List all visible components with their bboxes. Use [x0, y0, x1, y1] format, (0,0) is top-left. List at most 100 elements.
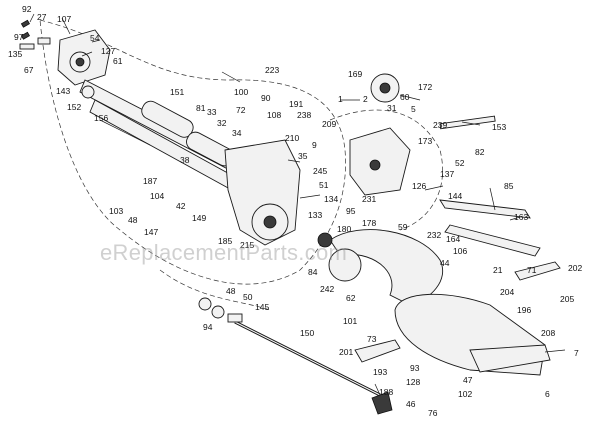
callout: 188 [379, 387, 393, 397]
callout: 67 [24, 65, 34, 75]
callout: 205 [560, 294, 574, 304]
callout: 85 [504, 181, 514, 191]
callout: 6 [545, 389, 550, 399]
screw-set-top-left [19, 19, 51, 50]
callout: 238 [297, 110, 311, 120]
callout: 35 [298, 151, 308, 161]
callout: 128 [406, 377, 420, 387]
callout: 5 [411, 104, 416, 114]
callout: 47 [463, 375, 473, 385]
callout: 92 [22, 4, 32, 14]
callout: 196 [517, 305, 531, 315]
callout: 21 [493, 265, 503, 275]
callout: 90 [261, 93, 271, 103]
callout: 97 [14, 32, 24, 42]
blade-flange-part [328, 248, 362, 282]
arbor-hub-part [317, 232, 333, 248]
callout: 7 [574, 348, 579, 358]
callout: 143 [56, 86, 70, 96]
callout: 108 [267, 110, 281, 120]
motor-end-housing-part [57, 29, 111, 86]
callout: 202 [568, 263, 582, 273]
callout: 48 [226, 286, 236, 296]
callout: 1 [338, 94, 343, 104]
callout: 84 [308, 267, 318, 277]
callout: 31 [387, 103, 397, 113]
arm-group-outline [159, 269, 271, 311]
pin-shaft-part [439, 115, 496, 130]
callout: 32 [217, 118, 227, 128]
callout: 94 [203, 322, 213, 332]
callout: 76 [428, 408, 438, 418]
callout: 38 [180, 155, 190, 165]
callout: 102 [458, 389, 472, 399]
handle-lever-part [514, 261, 561, 281]
gear-part [370, 73, 400, 103]
callout: 149 [192, 213, 206, 223]
callout: 107 [57, 14, 71, 24]
callout: 172 [418, 82, 432, 92]
trunnion-bracket-part [349, 127, 411, 196]
callout: 144 [448, 191, 462, 201]
callout: 27 [37, 12, 47, 22]
callout: 191 [289, 99, 303, 109]
callout: 72 [236, 105, 246, 115]
base-table-part [394, 293, 551, 376]
callout: 44 [440, 258, 450, 268]
callout: 153 [492, 122, 506, 132]
base-group-outline [329, 109, 443, 231]
callout: 33 [207, 107, 217, 117]
callout: 52 [455, 158, 465, 168]
callout: 103 [109, 206, 123, 216]
callout: 209 [322, 119, 336, 129]
callout: 82 [475, 147, 485, 157]
callout: 193 [373, 367, 387, 377]
callout: 71 [527, 265, 537, 275]
callout: 208 [541, 328, 555, 338]
callout: 127 [101, 46, 115, 56]
callout: 169 [348, 69, 362, 79]
callout: 180 [337, 224, 351, 234]
callout: 152 [67, 102, 81, 112]
callout: 101 [343, 316, 357, 326]
callout: 54 [90, 33, 100, 43]
long-rod-part [234, 320, 381, 397]
callout: 59 [398, 222, 408, 232]
leader-lines [29, 13, 566, 396]
callout: 156 [94, 113, 108, 123]
callout: 232 [427, 230, 441, 240]
callout: 48 [128, 215, 138, 225]
callout: 178 [362, 218, 376, 228]
callout: 95 [346, 206, 356, 216]
callout: 135 [8, 49, 22, 59]
callout: 93 [410, 363, 420, 373]
callout: 201 [339, 347, 353, 357]
lock-lever-part [354, 339, 401, 363]
callout: 185 [218, 236, 232, 246]
callout: 9 [312, 140, 317, 150]
callout: 223 [265, 65, 279, 75]
callout: 62 [346, 293, 356, 303]
blade-guard-part [329, 229, 444, 306]
callout: 46 [406, 399, 416, 409]
bushing-part [81, 85, 95, 99]
callout: 106 [453, 246, 467, 256]
callout: 100 [234, 87, 248, 97]
callout: 51 [319, 180, 329, 190]
callout: 210 [285, 133, 299, 143]
callout: 34 [232, 128, 242, 138]
callout: 145 [255, 302, 269, 312]
callout: 104 [150, 191, 164, 201]
callout: 2 [363, 94, 368, 104]
callout: 242 [320, 284, 334, 294]
callout: 81 [196, 103, 206, 113]
callout: 137 [440, 169, 454, 179]
callout: 73 [367, 334, 377, 344]
callout: 231 [362, 194, 376, 204]
callout: 215 [240, 240, 254, 250]
callout: 61 [113, 56, 123, 66]
callout: 126 [412, 181, 426, 191]
clamp-knob-part [371, 391, 393, 415]
callout: 147 [144, 227, 158, 237]
